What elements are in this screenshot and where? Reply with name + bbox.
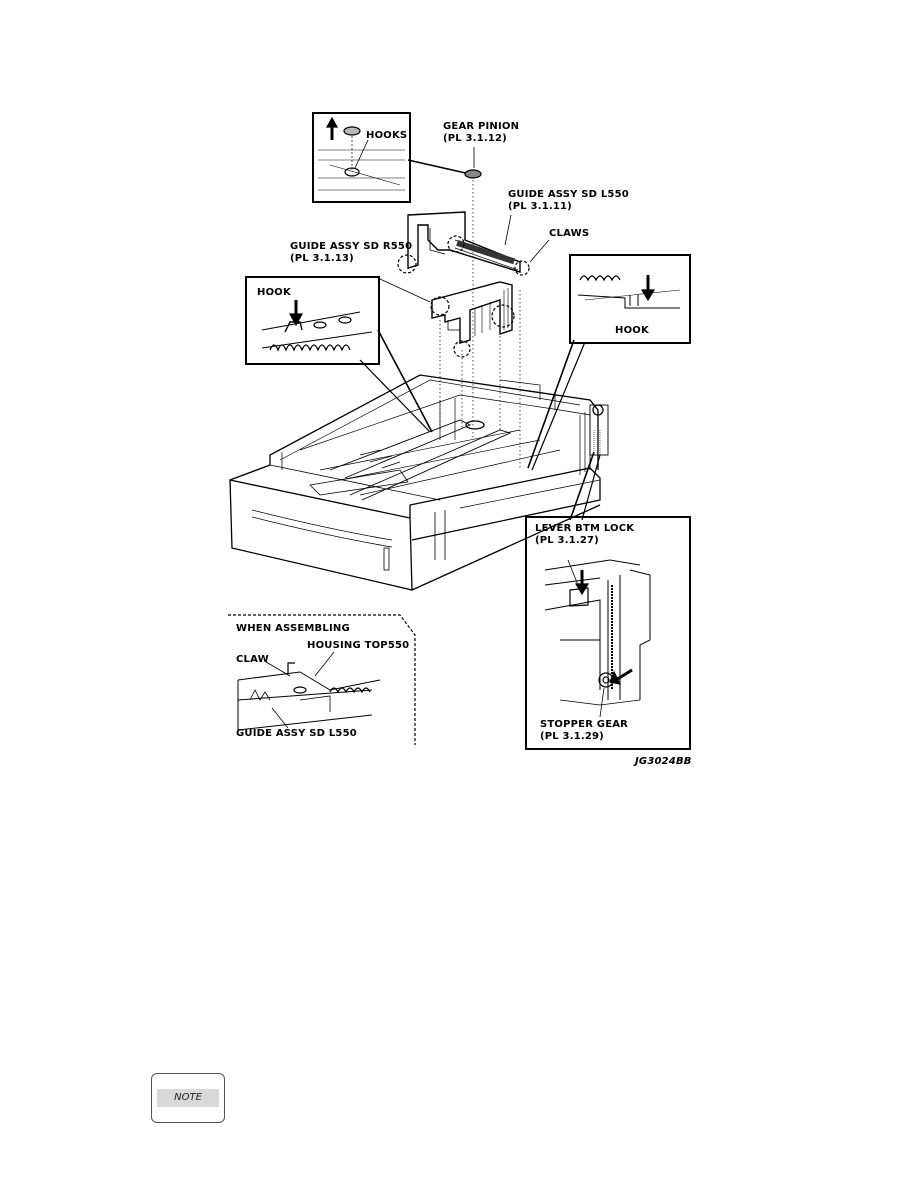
note-label: NOTE <box>157 1089 219 1107</box>
gear-pinion-label: GEAR PINION <box>443 121 520 132</box>
hook-right-label: HOOK <box>615 325 649 336</box>
lever-btm-lock-label: LEVER BTM LOCK <box>535 523 635 534</box>
gear-pinion-pl-label: (PL 3.1.12) <box>443 133 507 144</box>
when-assembling-label: WHEN ASSEMBLING <box>236 623 350 634</box>
guide-l550-part <box>407 211 521 273</box>
guide-l550-assembling-label: GUIDE ASSY SD L550 <box>236 728 357 739</box>
claw-label: CLAW <box>236 654 269 665</box>
hook-right-inset <box>569 254 691 344</box>
guide-r550-part <box>431 281 513 344</box>
guide-l550-label: GUIDE ASSY SD L550 <box>508 189 629 200</box>
lever-btm-lock-pl-label: (PL 3.1.27) <box>535 535 599 546</box>
guide-l550-pl-label: (PL 3.1.11) <box>508 201 572 212</box>
hooks-label: HOOKS <box>366 130 408 141</box>
claws-label: CLAWS <box>549 228 590 239</box>
hook-left-inset <box>245 276 380 365</box>
figure-code: JG3024BB <box>635 756 692 767</box>
hooks-inset <box>312 112 411 203</box>
stopper-gear-pl-label: (PL 3.1.29) <box>540 731 604 742</box>
lever-stopper-inset <box>525 516 691 750</box>
paper-tray <box>229 374 609 591</box>
when-assembling-inset <box>228 614 416 745</box>
note-box: NOTE <box>151 1073 225 1123</box>
housing-top550-label: HOUSING TOP550 <box>307 640 410 651</box>
guide-r550-pl-label: (PL 3.1.13) <box>290 253 354 264</box>
guide-r550-label: GUIDE ASSY SD R550 <box>290 241 413 252</box>
hook-left-label: HOOK <box>257 287 291 298</box>
stopper-gear-label: STOPPER GEAR <box>540 719 629 730</box>
